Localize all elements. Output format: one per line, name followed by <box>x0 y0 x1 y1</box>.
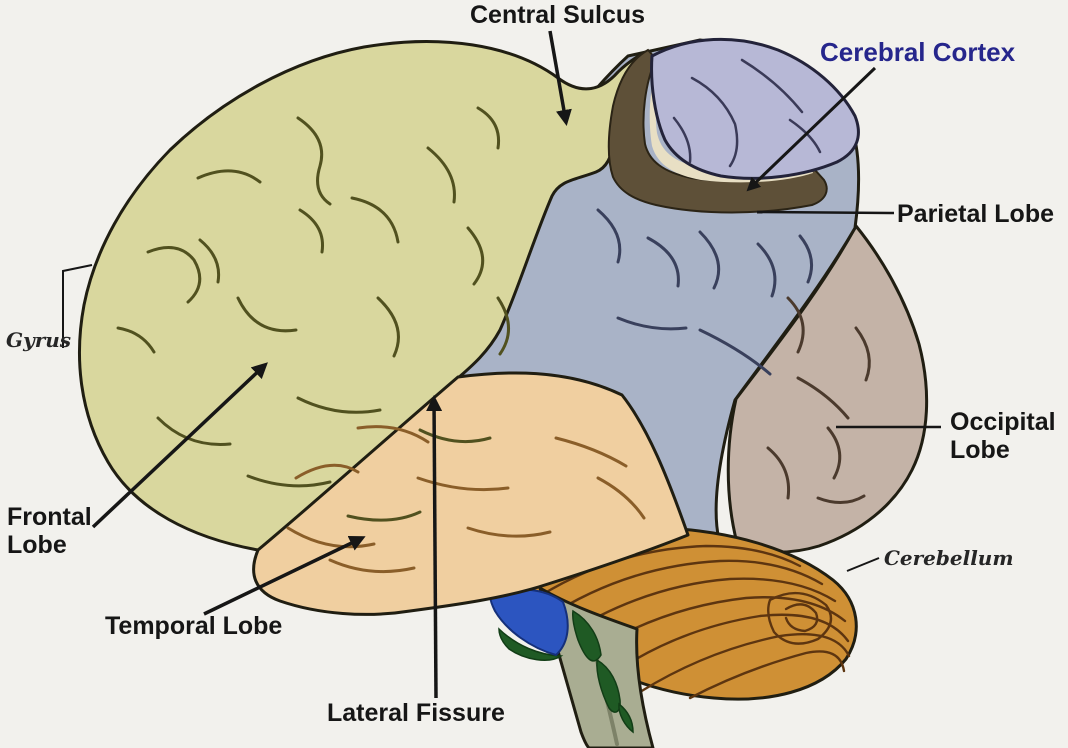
cerebral-cortex-label: Cerebral Cortex <box>820 37 1016 67</box>
occipital-gyri <box>766 296 871 504</box>
frontal-gyri <box>116 106 510 522</box>
temporal-gyri <box>286 425 646 574</box>
central-sulcus-label: Central Sulcus <box>470 1 646 29</box>
annotation-lines <box>62 30 941 699</box>
cerebral-cortex-arrow <box>746 66 877 192</box>
parietal-gyri <box>596 208 814 376</box>
cerebral-cortex-flap <box>607 37 860 214</box>
temporal-lobe-arrow <box>203 535 366 616</box>
central-sulcus-arrow <box>548 30 572 126</box>
frontal-lobe-label: Frontal Lobe <box>7 503 92 560</box>
occipital-lobe-label: Occipital Lobe <box>950 408 1056 465</box>
frontal-lobe-arrow <box>91 362 268 529</box>
parietal-lobe-line <box>756 210 895 215</box>
brainstem-green-patches <box>498 609 634 734</box>
brainstem-region <box>489 586 655 748</box>
gyrus-label: Gyrus <box>6 328 72 352</box>
temporal-lobe-region <box>252 371 690 616</box>
frontal-lobe-region <box>77 40 642 552</box>
cerebellum-line <box>846 557 880 572</box>
lateral-fissure-arrow <box>426 394 443 699</box>
gyrus-bracket <box>62 264 93 348</box>
pons-blue-patch <box>489 588 569 657</box>
cerebellum-label: Cerebellum <box>884 546 1014 570</box>
lateral-fissure-label: Lateral Fissure <box>327 699 505 727</box>
temporal-lobe-label: Temporal Lobe <box>105 612 283 640</box>
parietal-lobe-label: Parietal Lobe <box>897 200 1054 228</box>
